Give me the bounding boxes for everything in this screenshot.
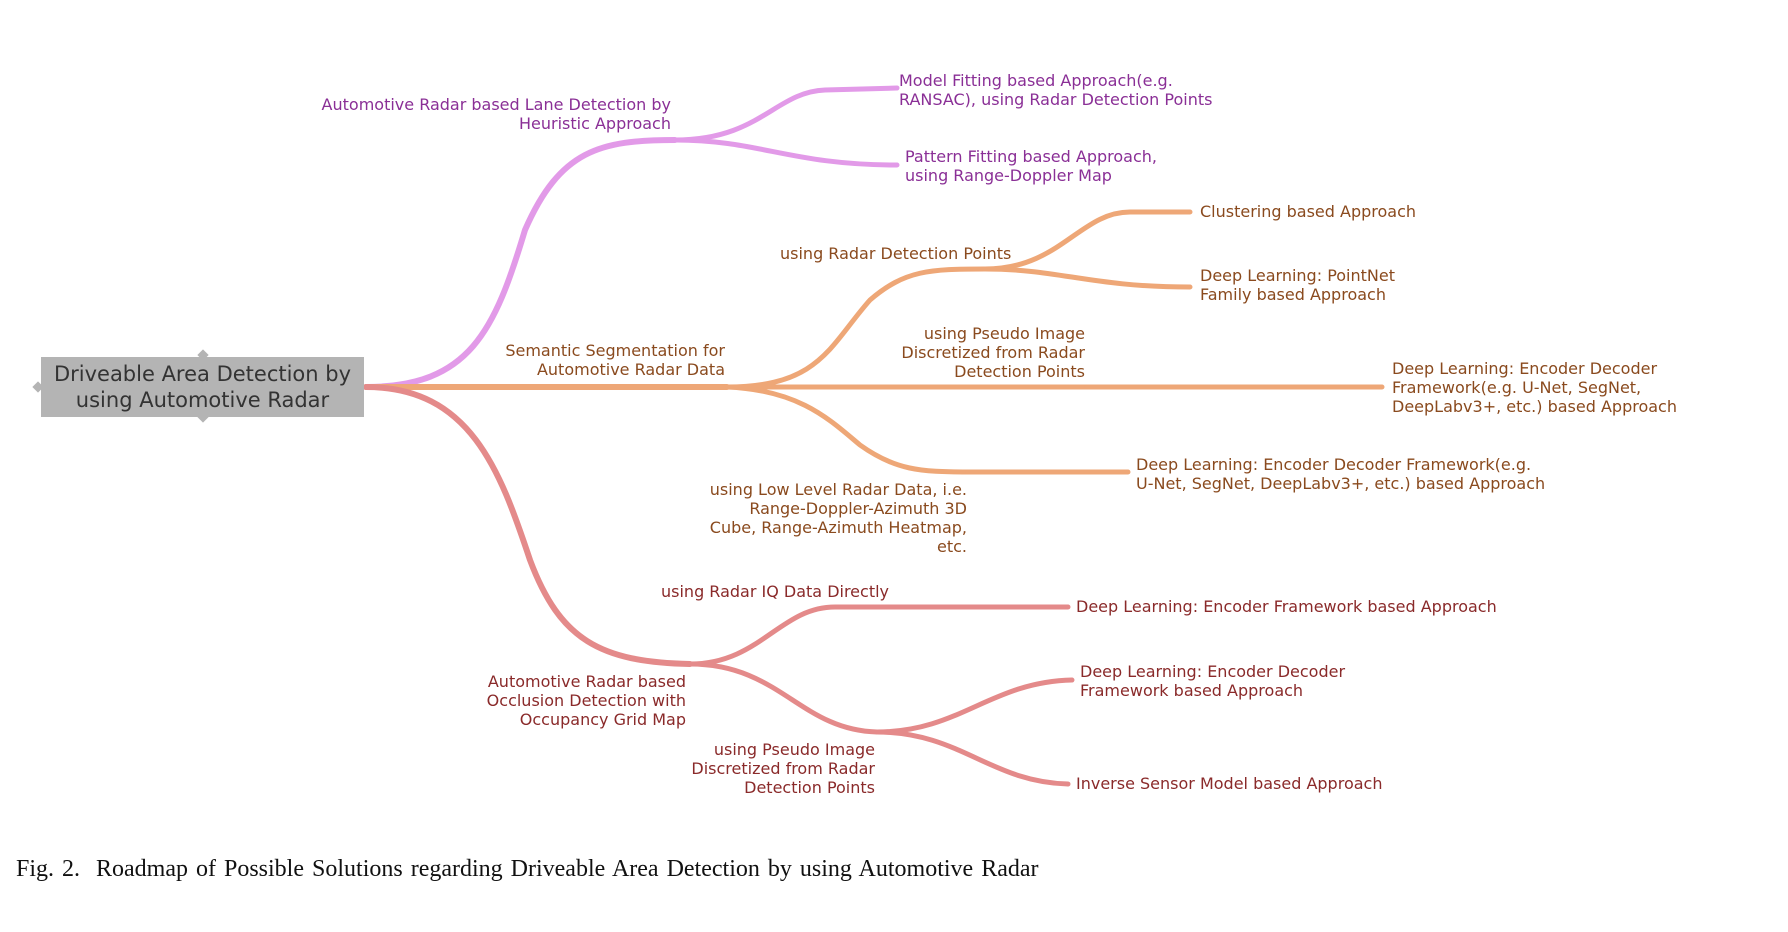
- node-clustering: Clustering based Approach: [1200, 202, 1417, 221]
- node-model-fitting: Model Fitting based Approach(e.g. RANSAC…: [899, 71, 1213, 109]
- edge-semantic-points: [724, 266, 988, 390]
- edge-semantic-lowlevel: [724, 384, 971, 475]
- edge-lane-pattern: [672, 137, 900, 168]
- node-occlusion-detection: Automotive Radar based Occlusion Detecti…: [486, 672, 686, 729]
- node-inverse-sensor: Inverse Sensor Model based Approach: [1076, 774, 1383, 793]
- root-node-label: Driveable Area Detection by using Automo…: [53, 362, 352, 412]
- node-radar-detection-points: using Radar Detection Points: [780, 244, 1012, 263]
- edge-root-occlusion: [363, 384, 693, 667]
- node-pattern-fitting: Pattern Fitting based Approach, using Ra…: [905, 147, 1157, 185]
- edge-points-clustering: [982, 209, 1193, 272]
- node-lane-detection: Automotive Radar based Lane Detection by…: [321, 95, 671, 133]
- figure-caption: Fig. 2. Roadmap of Possible Solutions re…: [16, 856, 1039, 882]
- node-encoder-decoder-lowlevel: Deep Learning: Encoder Decoder Framework…: [1136, 455, 1546, 493]
- edge-pseudo-inverse: [874, 729, 1071, 787]
- edge-pseudo-encdec: [874, 677, 1075, 735]
- edge-points-pointnet: [982, 266, 1193, 290]
- node-encoder-decoder-occlusion: Deep Learning: Encoder Decoder Framework…: [1080, 662, 1346, 700]
- node-semantic-segmentation: Semantic Segmentation for Automotive Rad…: [505, 341, 725, 379]
- node-pseudo-image-semantic: using Pseudo Image Discretized from Rada…: [901, 324, 1085, 381]
- node-pseudo-image-occlusion: using Pseudo Image Discretized from Rada…: [691, 740, 875, 797]
- node-encoder-framework: Deep Learning: Encoder Framework based A…: [1076, 597, 1497, 616]
- node-low-level-radar: using Low Level Radar Data, i.e. Range-D…: [709, 480, 967, 556]
- edge-root-lane: [363, 137, 678, 390]
- edge-lane-model: [672, 85, 900, 143]
- edge-occlusion-pseudo: [687, 661, 880, 735]
- root-node: Driveable Area Detection by using Automo…: [41, 357, 364, 417]
- node-radar-iq-data: using Radar IQ Data Directly: [661, 582, 890, 601]
- edge-occlusion-iq: [687, 604, 878, 667]
- node-pointnet: Deep Learning: PointNet Family based App…: [1200, 266, 1395, 304]
- node-encoder-decoder-pseudo: Deep Learning: Encoder Decoder Framework…: [1392, 359, 1677, 416]
